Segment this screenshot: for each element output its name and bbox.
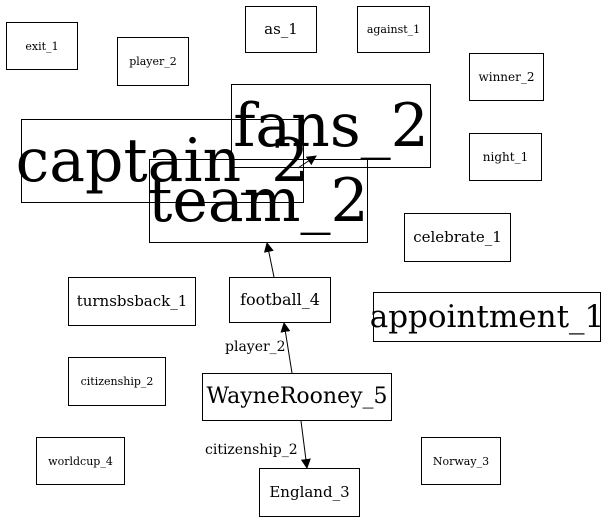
- edge-football-to-team: [263, 242, 275, 278]
- edge-wayne-rooney-to-england: [300, 420, 311, 469]
- node-england-3: England_3: [259, 468, 360, 517]
- node-night-1: night_1: [469, 133, 542, 181]
- node-fans-2: fans_2: [231, 84, 431, 168]
- node-worldcup-4: worldcup_4: [36, 437, 125, 485]
- node-player-2: player_2: [117, 37, 189, 86]
- edge-label-player: player_2: [225, 339, 286, 355]
- edge-label-citizenship: citizenship_2: [205, 442, 298, 458]
- node-wayne-rooney-5: WayneRooney_5: [202, 373, 392, 421]
- node-exit-1: exit_1: [6, 22, 78, 70]
- node-football-4: football_4: [229, 277, 331, 323]
- node-norway-3: Norway_3: [421, 437, 501, 485]
- node-as-1: as_1: [245, 6, 317, 53]
- node-winner-2: winner_2: [469, 53, 544, 101]
- node-appointment-1: appointment_1: [370, 292, 604, 342]
- node-against-1: against_1: [357, 6, 430, 53]
- edge-captain-to-fans: [297, 155, 317, 169]
- node-celebrate-1: celebrate_1: [404, 213, 511, 262]
- node-captain-2: captain_2: [16, 119, 309, 203]
- node-citizenship-2: citizenship_2: [68, 357, 166, 406]
- node-team-2: team_2: [148, 159, 369, 243]
- node-turnsbsback-1: turnsbsback_1: [68, 277, 196, 326]
- edge-wayne-rooney-to-football: [280, 322, 293, 374]
